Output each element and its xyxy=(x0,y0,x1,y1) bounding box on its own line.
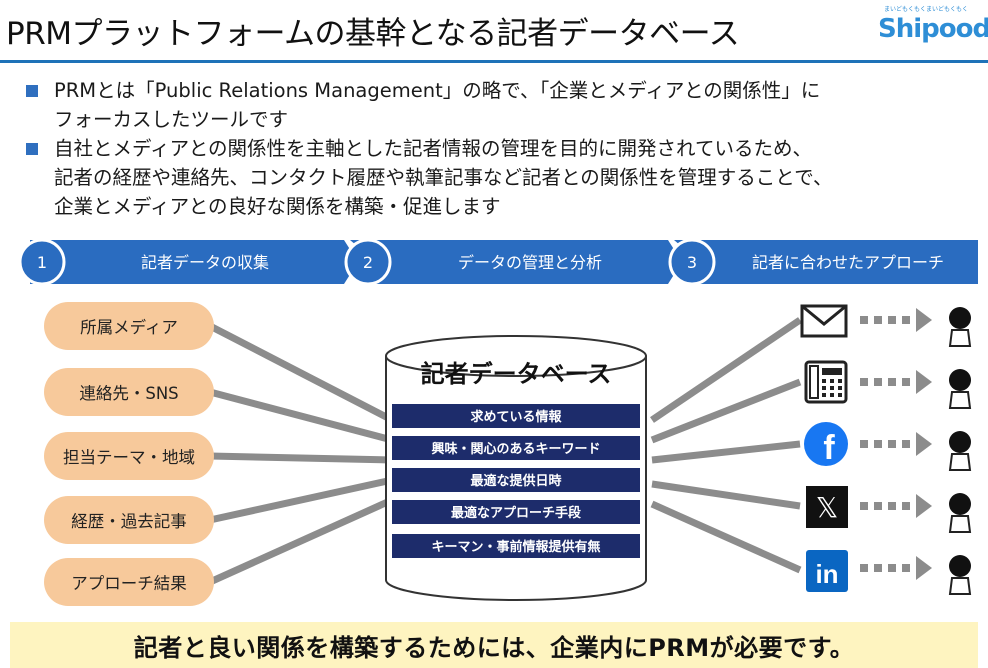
page-title: PRMプラットフォームの基幹となる記者データベース xyxy=(6,16,740,52)
phone-icon xyxy=(804,360,848,404)
bullet-item: PRMとは「Public Relations Management」の略で、「企… xyxy=(22,76,982,134)
bullet-line: 企業とメディアとの良好な関係を構築・促進します xyxy=(54,195,501,218)
database-row-label: 興味・関心のあるキーワード xyxy=(431,441,600,457)
dotted-arrow xyxy=(860,432,932,456)
description-bullets: PRMとは「Public Relations Management」の略で、「企… xyxy=(22,76,982,221)
connector-line xyxy=(209,476,393,524)
bullet-item: 自社とメディアとの関係性を主軸とした記者情報の管理を目的に開発されているため、 … xyxy=(22,134,982,221)
step-number: 3 xyxy=(687,253,697,272)
connector-line xyxy=(651,440,801,464)
step-number-circle xyxy=(18,238,66,286)
database-row xyxy=(392,534,640,558)
connector-line xyxy=(650,378,802,444)
bullet-square-icon xyxy=(26,143,38,155)
connector-line xyxy=(650,317,802,423)
source-chip-result: アプローチ結果 xyxy=(44,558,214,606)
database-title: 記者データベース xyxy=(421,360,612,388)
step-label: 記者に合わせたアプローチ xyxy=(752,253,944,272)
source-chip-history: 経歴・過去記事 xyxy=(44,496,214,544)
person-icon xyxy=(948,431,972,471)
step-number: 2 xyxy=(363,253,373,272)
source-chip-media: 所属メディア xyxy=(44,302,214,350)
database-row-label: 最適な提供日時 xyxy=(470,473,561,489)
conclusion-banner: 記者と良い関係を構築するためには、企業内にPRMが必要です。 xyxy=(10,622,978,668)
bullet-line: PRMとは「Public Relations Management」の略で、「企… xyxy=(54,79,821,102)
step-arrow-2 xyxy=(350,240,682,284)
database-row xyxy=(392,436,640,460)
bullet-line: 自社とメディアとの関係性を主軸とした記者情報の管理を目的に開発されているため、 xyxy=(54,137,812,160)
step-label: データの管理と分析 xyxy=(458,253,602,272)
mail-icon xyxy=(800,304,848,338)
shipood-logo: まいどもくもくまいどもくもく Shipood xyxy=(878,4,988,52)
dotted-arrow xyxy=(860,494,932,518)
dotted-arrows xyxy=(860,308,932,580)
step-bar: 1 2 3 記者データの収集 データの管理と分析 記者に合わせたアプローチ xyxy=(18,238,978,286)
person-icon xyxy=(948,493,972,533)
connector-line xyxy=(208,496,394,586)
facebook-icon: f xyxy=(804,422,848,467)
linkedin-icon: in xyxy=(806,550,848,592)
person-icon xyxy=(948,369,972,409)
database-row xyxy=(392,468,640,492)
output-connectors xyxy=(650,317,802,574)
journalist-icons xyxy=(948,307,972,595)
x-icon: 𝕏 xyxy=(806,486,848,528)
step-number: 1 xyxy=(37,253,47,272)
cylinder-top xyxy=(385,335,647,377)
database-cylinder: 記者データベース 求めている情報 興味・関心のあるキーワード 最適な提供日時 最… xyxy=(385,335,647,601)
database-row-label: キーマン・事前情報提供有無 xyxy=(431,539,600,555)
bullet-square-icon xyxy=(26,85,38,97)
facebook-glyph: f xyxy=(823,429,835,467)
x-glyph: 𝕏 xyxy=(816,491,839,524)
connector-line xyxy=(209,452,393,464)
dotted-arrow xyxy=(860,370,932,394)
database-row xyxy=(392,404,640,428)
logo-tagline: まいどもくもくまいどもくもく xyxy=(884,6,969,13)
logo-wordmark: Shipood xyxy=(878,14,988,44)
bullet-line: 記者の経歴や連絡先、コンタクト履歴や執筆記事など記者との関係性を管理することで、 xyxy=(54,166,833,189)
title-divider xyxy=(0,60,988,63)
person-icon xyxy=(948,555,972,595)
database-row-label: 求めている情報 xyxy=(470,409,562,425)
step-label: 記者データの収集 xyxy=(141,253,269,272)
dotted-arrow xyxy=(860,556,932,580)
dotted-arrow xyxy=(860,308,932,332)
person-icon xyxy=(948,307,972,347)
step-number-circle xyxy=(344,238,392,286)
linkedin-glyph: in xyxy=(815,559,838,589)
database-row xyxy=(392,500,640,524)
connector-line xyxy=(650,500,802,574)
step-number-circle xyxy=(668,238,716,286)
connector-line xyxy=(209,388,393,444)
bullet-line: フォーカスしたツールです xyxy=(54,108,289,131)
step-arrow-3 xyxy=(674,240,978,284)
input-connectors xyxy=(208,322,394,586)
source-chip-theme: 担当テーマ・地域 xyxy=(44,432,214,480)
step-arrow-1 xyxy=(30,240,358,284)
connector-line xyxy=(651,480,801,510)
source-chip-contact: 連絡先・SNS xyxy=(44,368,214,416)
database-row-label: 最適なアプローチ手段 xyxy=(451,505,581,521)
connector-line xyxy=(208,322,394,424)
